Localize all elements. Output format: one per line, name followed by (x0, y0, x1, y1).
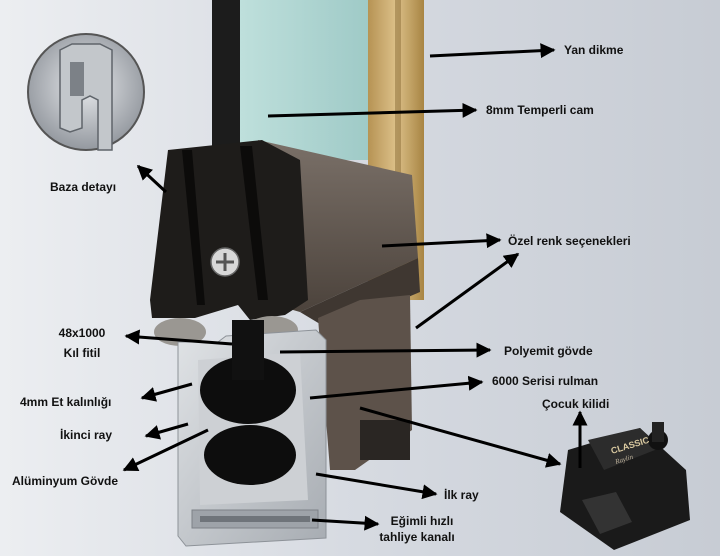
arrow-polyemit (279, 342, 492, 358)
cap-groove-left (182, 150, 205, 305)
label-yan-dikme: Yan dikme (564, 43, 624, 57)
arrow-et-kalinligi (140, 382, 193, 402)
cap-groove-right (240, 146, 268, 300)
arrow-yan-dikme (429, 43, 556, 59)
label-kil-fitil-2: Kıl fitil (63, 346, 101, 360)
label-baza-detayi: Baza detayı (50, 180, 117, 194)
label-tahliye-1: Eğimli hızlı (390, 514, 454, 528)
arrow-ozel-renk-2 (415, 252, 520, 330)
rail-side-shadow (300, 258, 420, 330)
black-cap (150, 140, 308, 320)
label-kil-fitil-1: 48x1000 (58, 326, 106, 340)
label-temperli-cam: 8mm Temperli cam (486, 103, 594, 117)
arrow-temperli-cam (267, 102, 478, 118)
arrow-ozel-renk-1 (381, 233, 502, 249)
base-detail-groove (70, 62, 84, 96)
glass-panel (238, 0, 368, 160)
bearing-upper (200, 356, 296, 424)
arrow-cocuk-kilidi-link (359, 406, 562, 468)
label-cocuk-kilidi: Çocuk kilidi (542, 397, 610, 411)
label-polyemit-govde: Polyemit gövde (504, 344, 593, 358)
label-et-kalinligi: 4mm Et kalınlığı (20, 395, 112, 409)
label-aluminyum-govde: Alüminyum Gövde (12, 474, 119, 488)
arrow-kil-fitil (124, 329, 233, 346)
side-post-edge (395, 0, 401, 300)
bearing-lower (204, 425, 296, 485)
profile-foot (360, 420, 410, 460)
screw-slot (216, 253, 234, 271)
arrow-ilk-ray (315, 472, 438, 500)
arrow-ikinci-ray (144, 422, 189, 440)
child-lock: CLASSIC Raylin (560, 422, 690, 550)
annotation-arrows (122, 43, 588, 531)
label-ozel-renk: Özel renk seçenekleri (508, 234, 631, 248)
arrow-aluminyum (122, 428, 209, 472)
arrow-tahliye (311, 515, 380, 531)
arrow-rulman (309, 375, 484, 400)
glass-edge-rail (212, 0, 240, 150)
label-ikinci-ray: İkinci ray (60, 428, 113, 442)
arrow-baza-detayi (136, 164, 168, 194)
polyamide-stem (232, 320, 264, 380)
label-rulman: 6000 Serisi rulman (492, 374, 599, 388)
label-ilk-ray: İlk ray (444, 488, 479, 502)
label-tahliye-2: tahliye kanalı (379, 530, 455, 544)
drain-slot (200, 516, 310, 522)
